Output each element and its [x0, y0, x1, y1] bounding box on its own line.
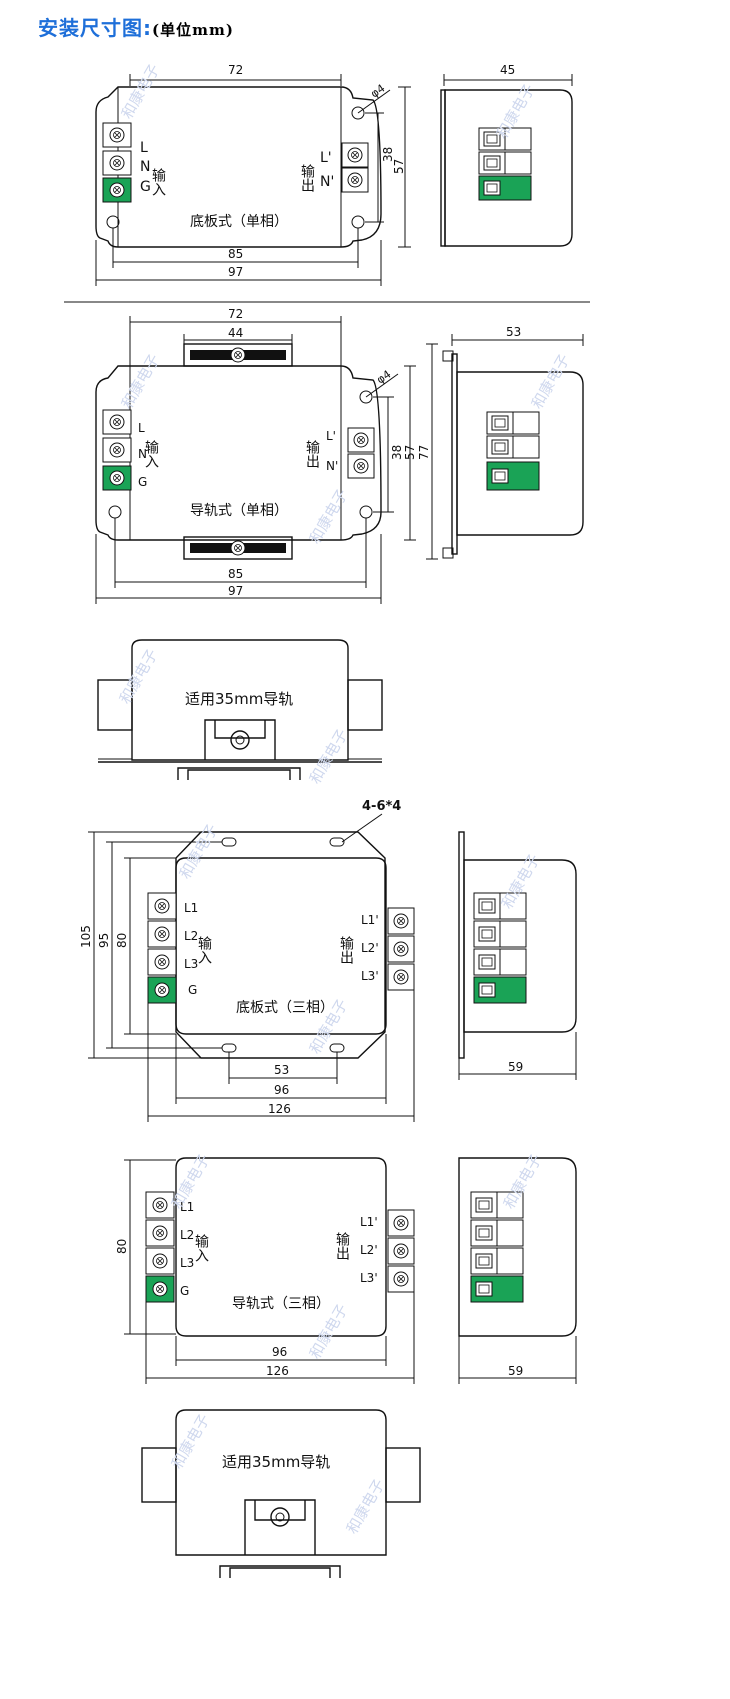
dim-holes: 4-6*4 [362, 799, 401, 814]
dim-45: 45 [500, 63, 515, 77]
watermark: 和康电子 [306, 486, 352, 547]
dim-96: 96 [274, 1083, 289, 1097]
label-G: G [140, 179, 151, 195]
dim-96: 96 [272, 1345, 287, 1359]
label-L: L [140, 140, 148, 156]
input-label: 输入 [196, 936, 212, 964]
label-L2p: L2' [360, 1243, 378, 1257]
dim-hole: φ4 [374, 368, 393, 387]
input-label: 输入 [143, 440, 159, 468]
label-Np: N' [326, 459, 338, 473]
watermark: 和康电子 [306, 726, 352, 787]
label-L1p: L1' [361, 913, 379, 927]
label-G: G [138, 475, 147, 489]
watermark: 和康电子 [116, 646, 162, 707]
watermark: 和康电子 [118, 351, 164, 412]
label-L2: L2 [180, 1228, 194, 1242]
dim-85: 85 [228, 247, 243, 261]
label-L3: L3 [180, 1256, 194, 1270]
label-L2: L2 [184, 929, 198, 943]
watermarks: 和康电子 和康电子 和康电子 和康电子 和康电子 和康电子 和康电子 和康电子 … [116, 61, 574, 1537]
page-title: 安装尺寸图:(单位mm) [38, 12, 234, 41]
dim-hole: φ4 [368, 82, 387, 101]
watermark: 和康电子 [168, 1411, 214, 1472]
label-L3: L3 [184, 957, 198, 971]
label-Lp: L' [320, 150, 332, 166]
caption: 导轨式（三相） [232, 1296, 330, 1312]
label-Lp: L' [326, 429, 336, 443]
output-label: 输出 [304, 440, 320, 468]
label-G: G [188, 983, 197, 997]
dim-80: 80 [115, 1239, 129, 1254]
dim-59: 59 [508, 1060, 523, 1074]
dim-59: 59 [508, 1364, 523, 1378]
output-label: 输出 [338, 936, 354, 964]
unit-note: (单位mm) [152, 21, 234, 39]
dim-44: 44 [228, 326, 243, 340]
dim-53: 53 [274, 1063, 289, 1077]
caption: 底板式（单相） [190, 214, 288, 230]
drawing-dinrail-three-phase: L1 L2 L3 G 输入 输出 L1' L2' L3' 导轨式（三相） 80 … [115, 1157, 577, 1384]
watermark: 和康电子 [118, 61, 164, 122]
drawing-baseplate-three-phase: 4-6*4 L1 L2 L3 G 输入 输出 L1' L2' L3' 底板式（三… [79, 799, 577, 1122]
dim-105: 105 [79, 925, 93, 948]
output-label: 输出 [299, 164, 315, 192]
watermark: 和康电子 [528, 351, 574, 412]
label-G: G [180, 1284, 189, 1298]
dim-97: 97 [228, 265, 243, 279]
label-N: N [140, 159, 150, 175]
dim-126: 126 [266, 1364, 289, 1378]
dim-57: 57 [403, 445, 417, 460]
label-L1: L1 [184, 901, 198, 915]
input-label: 输入 [193, 1234, 209, 1262]
title-text: 安装尺寸图: [38, 16, 152, 40]
dim-38: 38 [390, 445, 404, 460]
output-label: 输出 [334, 1232, 350, 1260]
dim-57: 57 [392, 159, 406, 174]
label-L2p: L2' [361, 941, 379, 955]
label-Np: N' [320, 174, 334, 190]
dim-80: 80 [115, 933, 129, 948]
dim-85: 85 [228, 567, 243, 581]
dim-97: 97 [228, 584, 243, 598]
watermark: 和康电子 [343, 1476, 389, 1537]
dim-72: 72 [228, 63, 243, 77]
drawing-dinrail-single-phase: L N G 输入 输出 L' N' 导轨式（单相） 72 44 85 97 38… [64, 301, 590, 604]
dim-38: 38 [381, 147, 395, 162]
caption: 底板式（三相） [236, 1000, 334, 1016]
label-L3p: L3' [360, 1271, 378, 1285]
label-L3p: L3' [361, 969, 379, 983]
label-N: N [138, 447, 147, 461]
label-L1: L1 [180, 1200, 194, 1214]
caption: 导轨式（单相） [190, 503, 288, 519]
drawing-rail-mount-three: 适用35mm导轨 [141, 1409, 421, 1578]
label-L1p: L1' [360, 1215, 378, 1229]
dim-72: 72 [228, 307, 243, 321]
input-label: 输入 [150, 168, 166, 196]
caption: 适用35mm导轨 [185, 690, 293, 708]
caption: 适用35mm导轨 [222, 1453, 330, 1471]
drawing-baseplate-single-phase: L N G 输入 输出 L' N' 底板式（单相） 72 85 97 38 57… [95, 63, 573, 286]
dim-77: 77 [417, 445, 431, 460]
dim-126: 126 [268, 1102, 291, 1116]
drawing-rail-mount-single: 适用35mm导轨 [97, 639, 383, 780]
dim-53: 53 [506, 325, 521, 339]
dim-95: 95 [97, 933, 111, 948]
label-L: L [138, 421, 145, 435]
